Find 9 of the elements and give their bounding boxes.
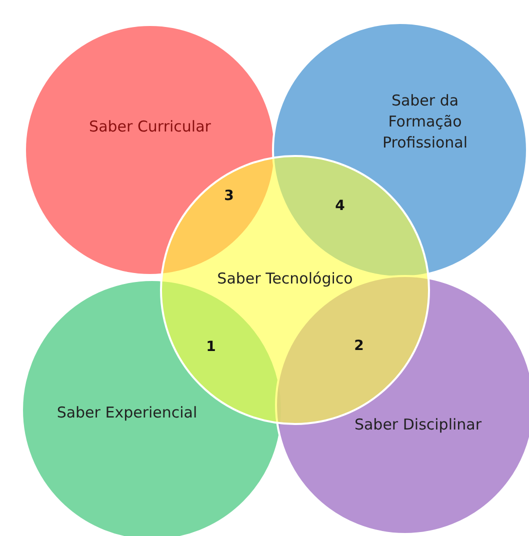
circle-label: Saber Experiencial [56, 402, 198, 424]
circle-label: Saber Curricular [89, 116, 211, 138]
region-number: 1 [206, 339, 216, 355]
circle-label: Saber Tecnológico [217, 268, 353, 290]
region-number: 4 [335, 198, 345, 214]
circle-label: Saber Disciplinar [354, 414, 482, 436]
region-number: 2 [354, 338, 364, 354]
region-number: 3 [224, 188, 234, 204]
circle-label: Saber da Formação Profissional [381, 90, 469, 154]
